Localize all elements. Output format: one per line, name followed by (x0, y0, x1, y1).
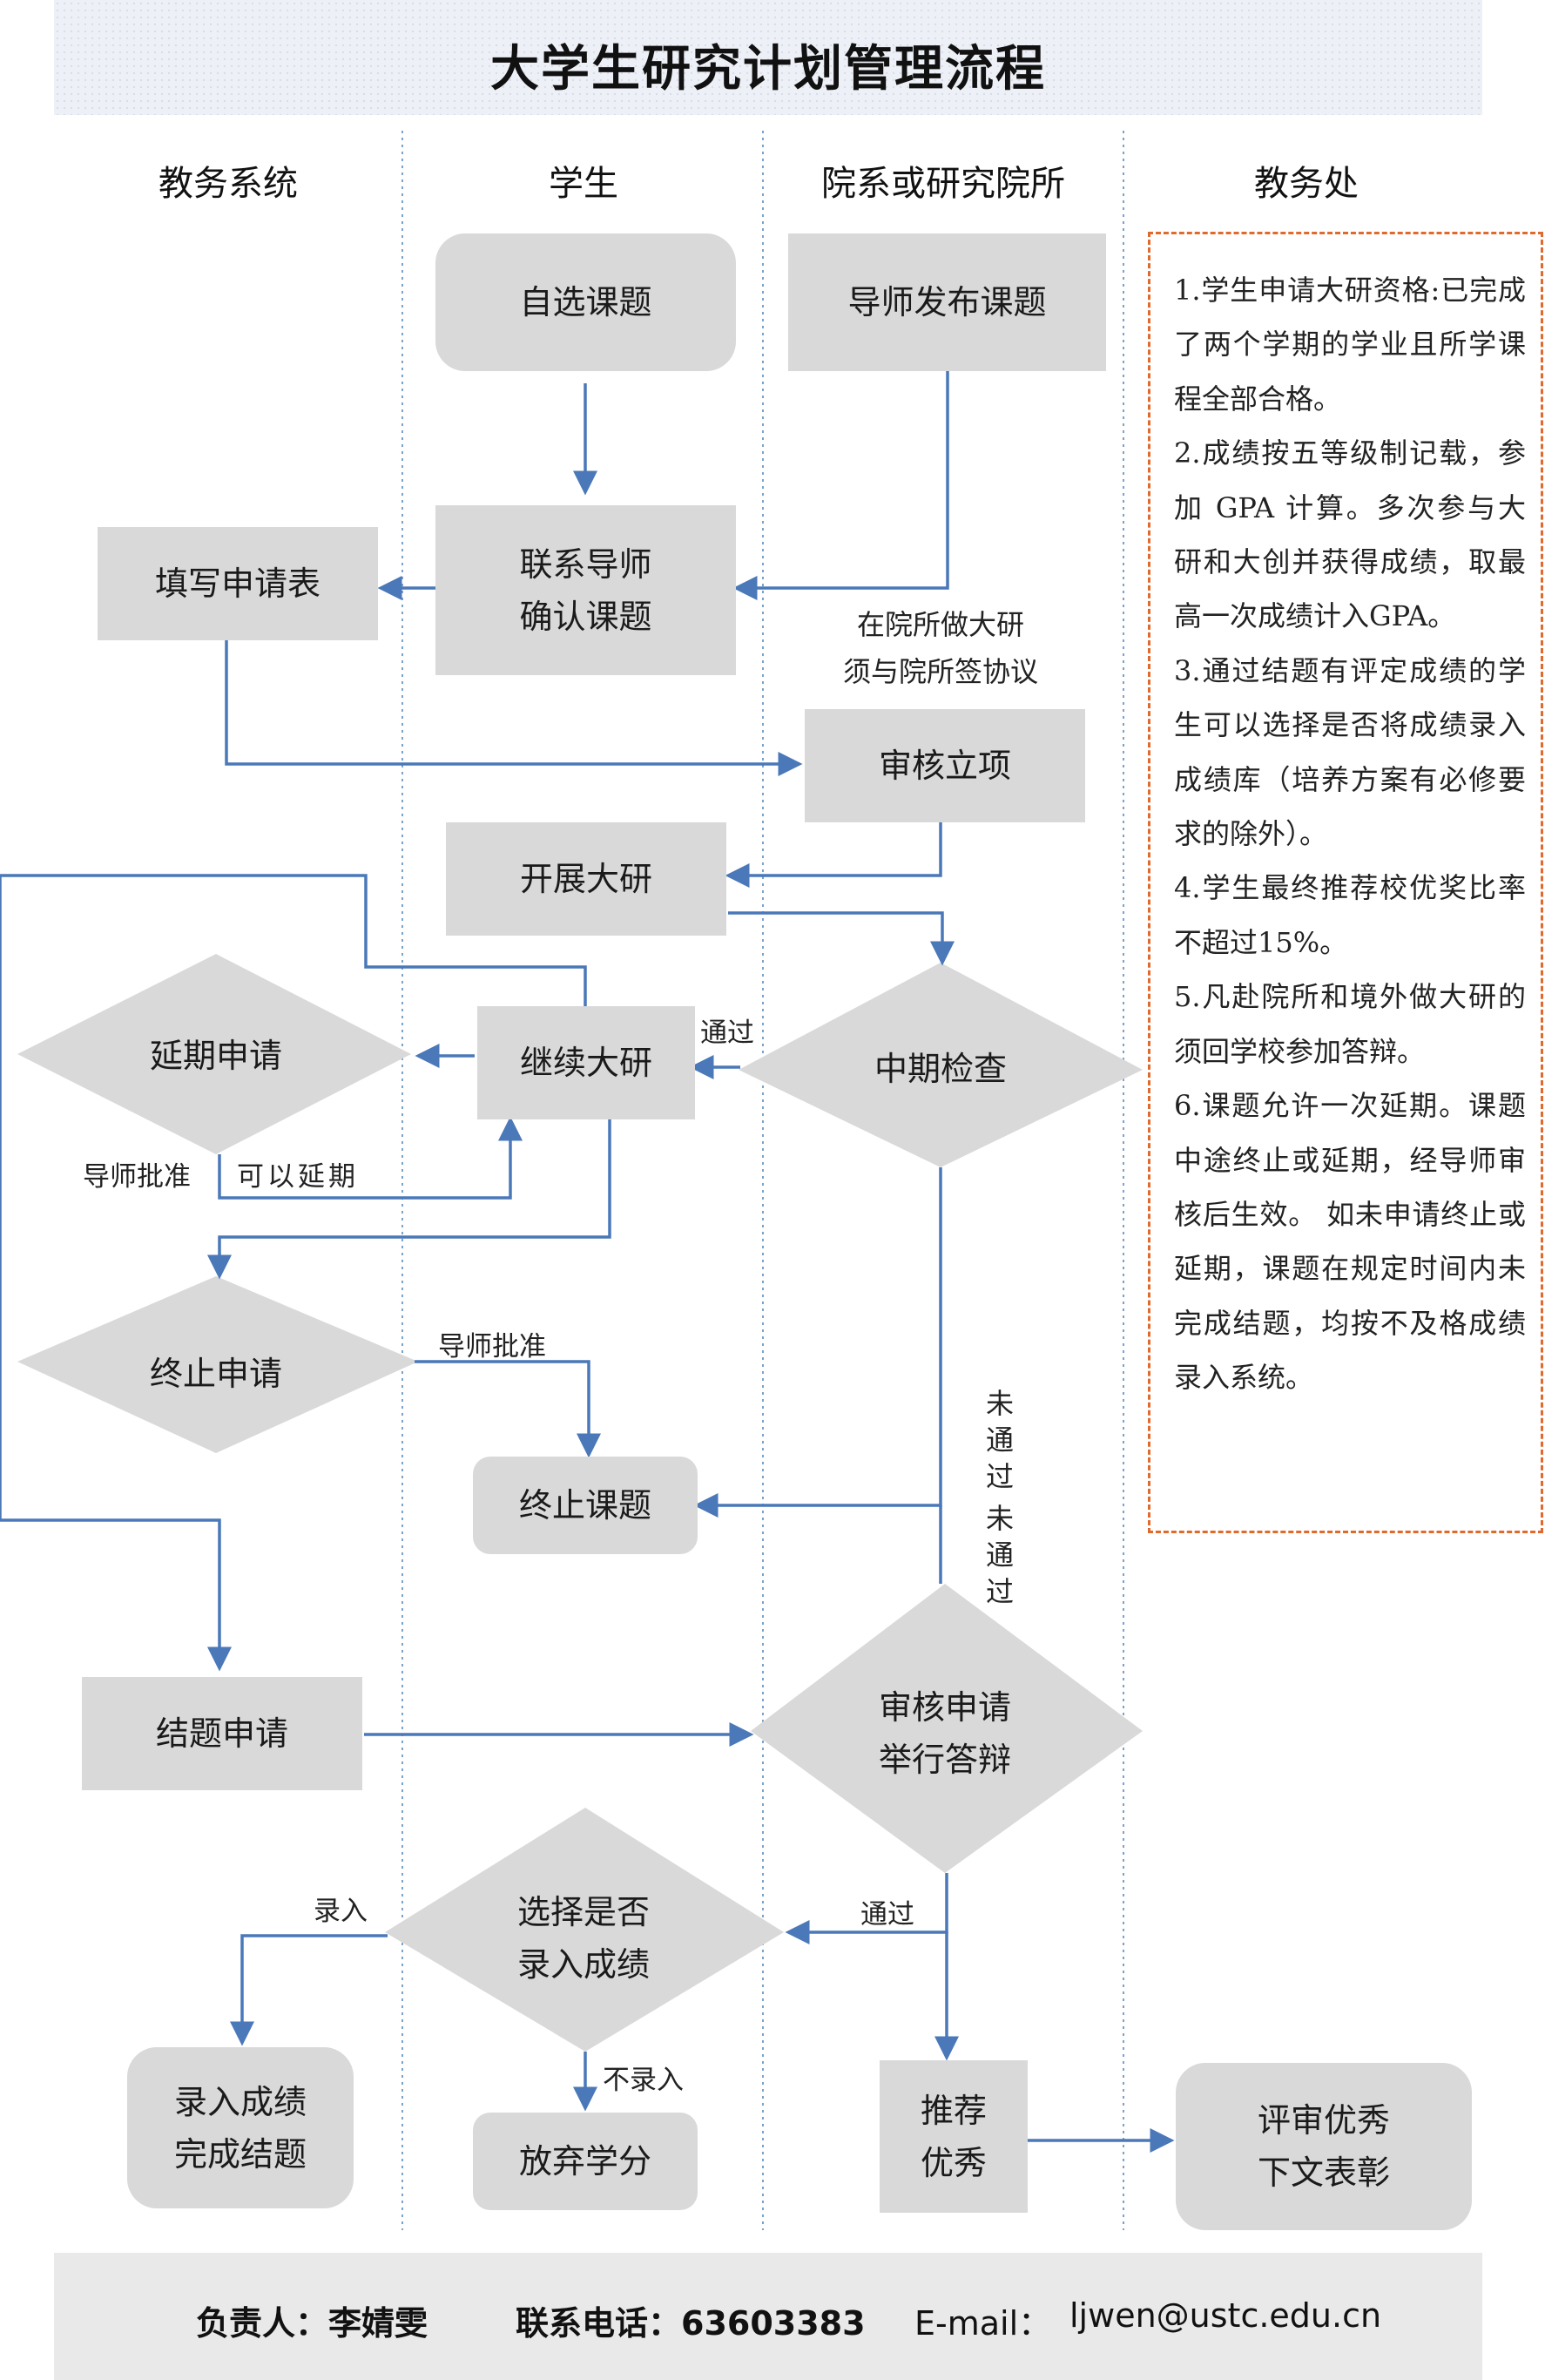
lane-title-institute: 院系或研究院所 (821, 164, 1065, 204)
label-institute-note: 在院所做大研 须与院所签协议 (842, 608, 1038, 688)
label-pass-defense: 通过 (860, 1899, 914, 1930)
lane-title-academic-office: 教务处 (1254, 164, 1359, 204)
node-evaluate-commend: 评审优秀 下文表彰 (1176, 2063, 1472, 2230)
node-choose-record: 选择是否 录入成绩 (516, 1893, 650, 1984)
node-review-approve: 审核立项 (805, 709, 1085, 822)
footer-band (54, 2253, 1482, 2380)
arrow-start-to-midterm (728, 911, 955, 966)
diamond-choose-record (385, 1808, 784, 2052)
header-band (54, 0, 1482, 115)
footer-email[interactable]: ljwen@ustc.edu.cn (1069, 2296, 1382, 2335)
arrow-midterm-fail-to-terminate (693, 1167, 942, 1518)
footer-phone: 联系电话：63603383 (516, 2304, 866, 2343)
node-advisor-publish: 导师发布课题 (788, 233, 1106, 371)
note-item-2: 2.成绩按五等级制记载，参加 GPA 计算。多次参与大研和大创并获得成绩，取最高… (1174, 436, 1526, 633)
note-item-4: 4.学生最终推荐校优奖比率不超过15%。 (1174, 871, 1526, 959)
note-item-1: 1.学生申请大研资格:已完成了两个学期的学业且所学课程全部合格。 (1174, 274, 1526, 416)
label-can-extend: 可以延期 (237, 1161, 359, 1193)
node-extension-apply: 延期申请 (149, 1037, 282, 1075)
node-conclusion-apply: 结题申请 (82, 1677, 362, 1790)
note-item-6: 6.课题允许一次延期。课题中途终止或延期，经导师审核后生效。 如未申请终止或延期… (1174, 1089, 1526, 1395)
diamond-review-defense (751, 1584, 1143, 1873)
note-item-3: 3.通过结题有评定成绩的学生可以选择是否将成绩录入成绩库（培养方案有必修要求的除… (1174, 653, 1526, 851)
arrow-continue-to-conclusion (0, 874, 587, 1672)
label-not-pass-defense: 未通过 (985, 1502, 1014, 1608)
lane-title-student: 学生 (549, 164, 618, 204)
diamond-extension-apply (17, 954, 411, 1154)
node-self-select: 自选课题 (435, 233, 736, 371)
node-termination-apply: 终止申请 (149, 1355, 282, 1393)
arrow-choose-to-record (230, 1934, 388, 2046)
node-contact-advisor: 联系导师 确认课题 (435, 505, 736, 675)
lane-dividers (401, 131, 1124, 2230)
diamonds (17, 954, 1143, 2052)
node-start-research: 开展大研 (446, 822, 726, 936)
node-recommend-excellent: 推荐 优秀 (880, 2060, 1028, 2213)
lane-title-academic-system: 教务系统 (159, 164, 298, 204)
notes-panel (1148, 232, 1543, 1533)
node-review-defense: 审核申请 举行答辩 (878, 1688, 1011, 1779)
label-no-record: 不录入 (603, 2065, 684, 2096)
node-continue-research: 继续大研 (477, 1006, 695, 1119)
diamond-termination-apply (17, 1276, 418, 1453)
footer-email-label: E-mail： (914, 2304, 1052, 2343)
notes-list: 1.学生申请大研资格:已完成了两个学期的学业且所学课程全部合格。 2.成绩按五等… (1174, 263, 1526, 1405)
note-item-5: 5.凡赴院所和境外做大研的须回学校参加答辩。 (1174, 980, 1526, 1068)
footer-contact-person: 负责人：李婧雯 (196, 2304, 428, 2343)
label-not-pass-midterm: 未通过 (985, 1387, 1014, 1493)
arrow-continue-to-termination (207, 1119, 611, 1280)
node-terminate-topic: 终止课题 (473, 1457, 698, 1554)
arrow-advisor-to-contact (732, 370, 949, 600)
diamond-midterm-check (739, 963, 1143, 1167)
arrow-extension-back (218, 1116, 523, 1200)
page-title: 大学生研究计划管理流程 (490, 41, 1046, 98)
node-give-up-credit: 放弃学分 (473, 2113, 698, 2210)
node-record-complete: 录入成绩 完成结题 (127, 2047, 354, 2208)
arrow-termination-to-topic (415, 1360, 601, 1458)
arrow-review-to-start (725, 822, 942, 888)
label-advisor-approve-extension: 导师批准 (83, 1161, 191, 1193)
node-midterm-check: 中期检查 (874, 1050, 1007, 1088)
arrow-form-to-review (225, 640, 803, 776)
label-advisor-approve-termination: 导师批准 (438, 1331, 546, 1362)
node-fill-form: 填写申请表 (98, 527, 378, 640)
label-record-in: 录入 (314, 1896, 368, 1927)
label-pass-midterm: 通过 (700, 1018, 754, 1049)
